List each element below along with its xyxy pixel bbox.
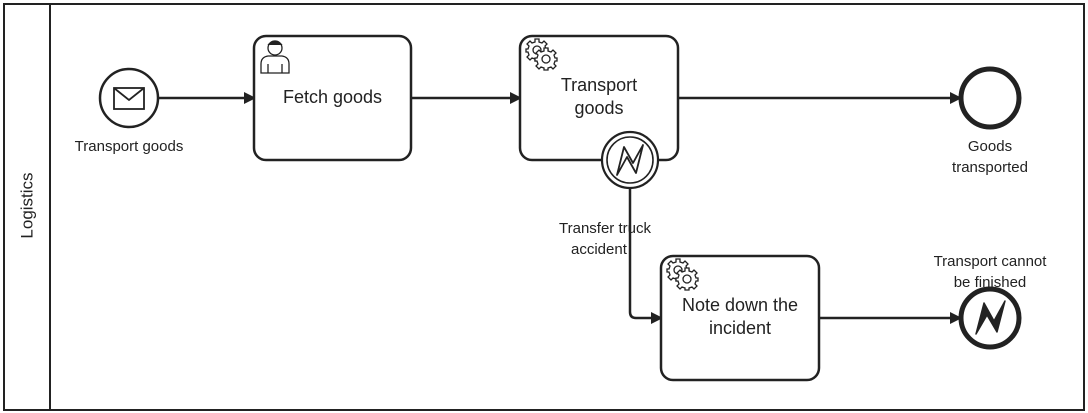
task-transport-goods-label-line2: goods [574,98,624,118]
task-transport-goods[interactable] [518,34,680,162]
task-fetch-goods[interactable] [252,34,413,162]
end-event-label-line2: transported [952,159,1028,176]
task-note-down-label: Note down the incident [661,294,819,340]
boundary-error-event[interactable] [600,130,660,190]
task-transport-goods-label: Transport goods [520,74,678,120]
gear-icon [666,258,699,291]
end-event-label: Goods transported [930,136,1050,178]
boundary-event-label-line2: accident [571,241,627,258]
start-message-event[interactable] [98,67,160,129]
start-event-label: Transport goods [74,138,184,155]
boundary-event-label-line1: Transfer truck [559,220,651,237]
boundary-event-label: Transfer truck accident [535,218,675,260]
error-end-event-label: Transport cannot be finished [920,251,1060,293]
user-icon [260,40,290,74]
flow-error-to-note [628,188,663,324]
sequence-flows [159,92,962,324]
task-note-down-label-line1: Note down the [681,295,799,315]
end-event-label-line1: Goods [967,138,1013,155]
task-fetch-goods-label: Fetch goods [282,87,383,107]
task-note-down-label-line2: incident [708,318,772,338]
lightning-icon [975,300,1006,335]
envelope-icon [113,87,145,110]
error-end-event-label-line1: Transport cannot [933,253,1047,270]
error-end-event[interactable] [958,286,1022,350]
error-end-event-label-line2: be finished [953,274,1027,291]
gear-icon [525,38,558,71]
lane-label-text: Logistics [17,172,37,239]
lightning-icon [616,144,644,176]
task-transport-goods-label-line1: Transport [560,75,638,95]
task-note-down-incident[interactable] [659,254,821,382]
end-event-goods-transported[interactable] [958,66,1022,130]
